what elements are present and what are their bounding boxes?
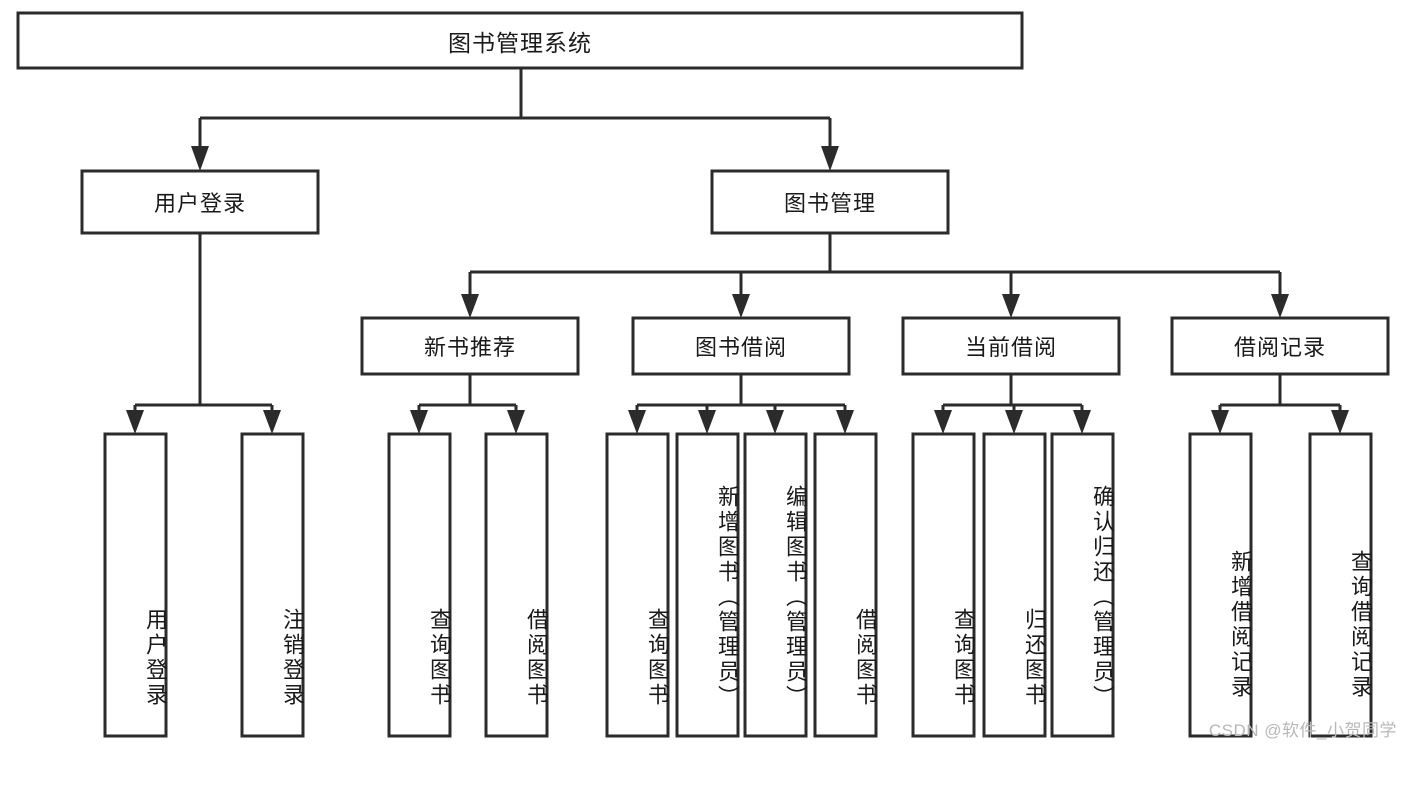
arrow-head-leaf-confirm-return xyxy=(1073,410,1091,434)
arrow-head-leaf-query-record xyxy=(1331,410,1349,434)
node-box-leaf-query-book-3[interactable] xyxy=(911,432,976,738)
node-box-leaf-logout-login[interactable] xyxy=(240,432,305,738)
node-box-current-borrow[interactable] xyxy=(901,316,1121,376)
node-box-leaf-borrow-book-1[interactable] xyxy=(484,432,549,738)
edge-new-book-recommend-to-leaves xyxy=(410,374,525,434)
node-box-leaf-borrow-book-2[interactable] xyxy=(813,432,878,738)
edge-current-borrow-to-leaves xyxy=(934,374,1091,434)
node-box-book-manage[interactable] xyxy=(710,169,950,235)
arrow-head-leaf-borrow-book-2 xyxy=(836,410,854,434)
arrow-head-leaf-query-book-1 xyxy=(410,410,428,434)
arrow-head-leaf-borrow-book-1 xyxy=(507,410,525,434)
arrow-head-current-borrow xyxy=(1002,294,1020,318)
node-box-root[interactable] xyxy=(16,11,1024,70)
node-box-borrow-record[interactable] xyxy=(1170,316,1390,376)
node-box-leaf-return-book[interactable] xyxy=(982,432,1047,738)
edge-root-to-level2 xyxy=(191,68,839,171)
edge-book-borrow-to-leaves xyxy=(628,374,854,434)
arrow-head-leaf-query-book-2 xyxy=(628,410,646,434)
arrow-head-leaf-query-book-3 xyxy=(934,410,952,434)
diagram-canvas: 图书管理系统 用户登录 图书管理 新书推荐 图书借阅 当前借阅 借阅记录 用户登… xyxy=(16,11,1397,740)
node-box-new-book-recommend[interactable] xyxy=(360,316,580,376)
node-box-user-login[interactable] xyxy=(80,169,320,235)
edge-user-login-to-leaves xyxy=(126,233,281,434)
arrow-head-leaf-return-book xyxy=(1005,410,1023,434)
edge-book-manage-to-level3 xyxy=(461,233,1289,318)
arrow-head-leaf-logout-login xyxy=(263,410,281,434)
arrow-head-leaf-edit-book xyxy=(766,410,784,434)
node-box-leaf-add-record[interactable] xyxy=(1188,432,1253,738)
flowchart-svg xyxy=(16,11,1390,738)
arrow-head-new-book-recommend xyxy=(461,294,479,318)
node-box-leaf-query-record[interactable] xyxy=(1308,432,1373,738)
node-box-leaf-edit-book[interactable] xyxy=(743,432,808,738)
node-box-book-borrow[interactable] xyxy=(631,316,851,376)
node-box-leaf-user-login[interactable] xyxy=(103,432,168,738)
node-box-leaf-add-book[interactable] xyxy=(675,432,740,738)
arrow-head-book-manage xyxy=(821,146,839,171)
arrow-head-book-borrow xyxy=(732,294,750,318)
arrow-head-leaf-add-book xyxy=(698,410,716,434)
arrow-head-borrow-record xyxy=(1271,294,1289,318)
node-box-leaf-confirm-return[interactable] xyxy=(1050,432,1115,738)
edge-borrow-record-to-leaves xyxy=(1211,374,1349,434)
arrow-head-leaf-user-login xyxy=(126,410,144,434)
arrow-head-leaf-add-record xyxy=(1211,410,1229,434)
arrow-head-user-login xyxy=(191,146,209,171)
node-box-leaf-query-book-2[interactable] xyxy=(605,432,670,738)
node-box-leaf-query-book-1[interactable] xyxy=(387,432,452,738)
